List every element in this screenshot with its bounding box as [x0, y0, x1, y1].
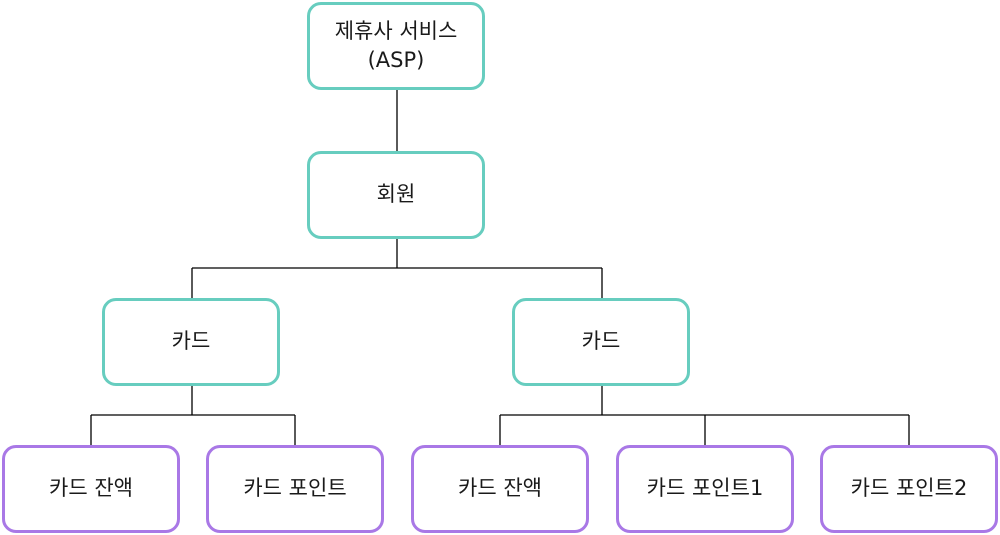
member-node-label: 회원 — [376, 182, 416, 207]
leaf-left-point-label: 카드 포인트 — [243, 476, 347, 501]
leaf-right-point1: 카드 포인트1 — [616, 445, 794, 533]
card-node-left: 카드 — [102, 298, 280, 386]
card-node-right-label: 카드 — [581, 329, 621, 354]
member-node: 회원 — [307, 151, 485, 239]
card-node-left-label: 카드 — [171, 329, 211, 354]
card-node-right: 카드 — [512, 298, 690, 386]
root-node-label: 제휴사 서비스 (ASP) — [334, 18, 458, 72]
leaf-right-point1-label: 카드 포인트1 — [646, 476, 764, 501]
leaf-left-balance-label: 카드 잔액 — [49, 476, 133, 501]
leaf-left-balance: 카드 잔액 — [2, 445, 180, 533]
leaf-right-point2-label: 카드 포인트2 — [850, 476, 968, 501]
leaf-right-point2: 카드 포인트2 — [820, 445, 998, 533]
root-node: 제휴사 서비스 (ASP) — [307, 2, 485, 90]
leaf-left-point: 카드 포인트 — [206, 445, 384, 533]
leaf-right-balance: 카드 잔액 — [411, 445, 589, 533]
leaf-right-balance-label: 카드 잔액 — [458, 476, 542, 501]
